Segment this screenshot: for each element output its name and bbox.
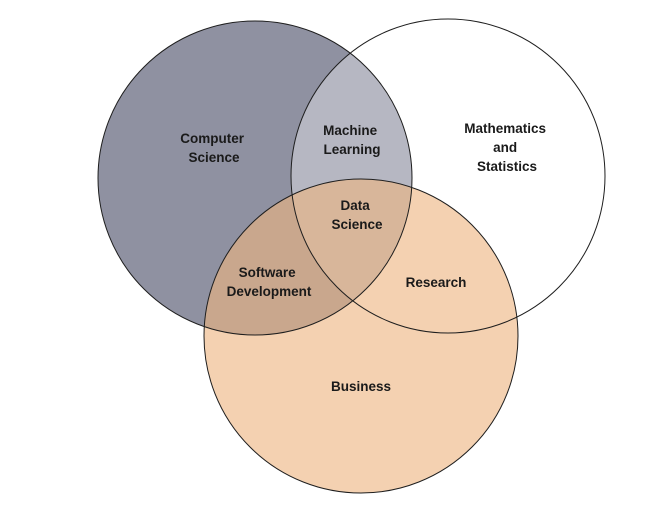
label-data-science-line-2: Science [331, 217, 383, 232]
label-computer-science-line-1: Computer [180, 131, 244, 146]
label-business: Business [331, 379, 391, 394]
label-data-science: Data Science [331, 198, 383, 232]
label-business-line-1: Business [331, 379, 391, 394]
label-mathematics-statistics: Mathematics and Statistics [464, 121, 550, 174]
label-machine-learning-line-1: Machine [323, 123, 378, 138]
label-machine-learning-line-2: Learning [323, 142, 380, 157]
label-computer-science: Computer Science [180, 131, 248, 165]
label-data-science-line-1: Data [340, 198, 370, 213]
label-mathematics-statistics-line-1: Mathematics [464, 121, 546, 136]
label-software-development: Software Development [227, 265, 312, 299]
label-machine-learning: Machine Learning [323, 123, 381, 157]
circle-mathematics-statistics-outline [290, 18, 606, 334]
label-computer-science-line-2: Science [188, 150, 240, 165]
label-software-development-line-2: Development [227, 284, 312, 299]
label-software-development-line-1: Software [239, 265, 297, 280]
circle-computer-science-outline [97, 20, 413, 336]
label-research: Research [406, 275, 467, 290]
circle-business-outline [203, 178, 519, 494]
label-mathematics-statistics-line-2: and [493, 140, 517, 155]
label-mathematics-statistics-line-3: Statistics [477, 159, 537, 174]
circle-business [204, 179, 518, 493]
label-research-line-1: Research [406, 275, 467, 290]
